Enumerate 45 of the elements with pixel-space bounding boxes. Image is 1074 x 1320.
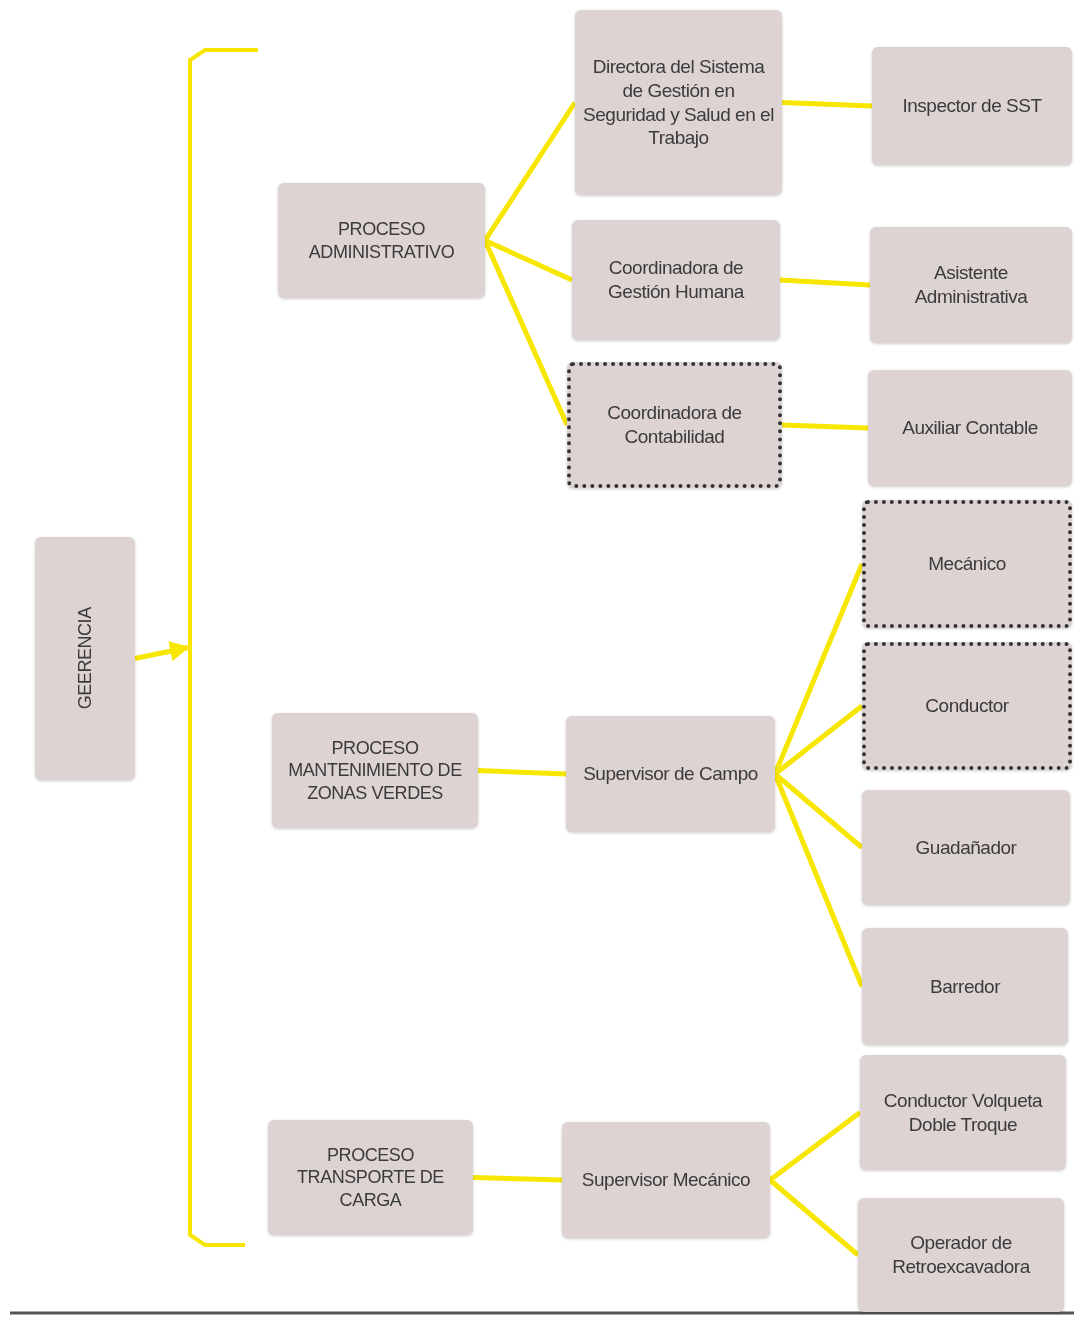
org-box [575,10,782,195]
connector-line [779,277,871,288]
role-label: Operador de Retroexcavadora [891,1231,1032,1279]
role-label: Directora del Sistema de Gestión en Seguridad y Salud en el Trabajo [583,55,774,150]
org-box [862,500,1072,628]
connector-line [781,422,869,431]
role-label: Guadañador [915,835,1017,860]
connector-line [134,641,190,661]
role-label: Asistente Administrativa [913,261,1029,309]
org-box [862,928,1068,1045]
org-box [870,227,1072,343]
org-box [868,370,1072,486]
role-label: Inspector de SST [902,94,1042,118]
org-box [872,47,1072,165]
role-label: Supervisor de Campo [583,762,758,786]
org-box [268,1120,473,1235]
role-label: Auxiliar Contable [902,416,1038,440]
role-label: Mecánico [928,552,1006,576]
role-label: Conductor Volqueta Doble Troque [882,1088,1044,1137]
org-box [278,183,485,298]
connector-line [477,768,567,777]
role-label: GEERENCIA [73,607,96,710]
role-label: Supervisor Mecánico [581,1168,751,1192]
org-box [567,362,782,488]
org-box [858,1198,1064,1312]
connector-line [472,1175,563,1183]
role-label: PROCESO MANTENIMIENTO DE ZONAS VERDES [287,736,463,805]
org-box [566,716,775,832]
org-box [272,713,478,828]
role-label: Conductor [925,694,1009,718]
connector-line [768,1178,860,1257]
connector-line [768,1110,862,1182]
org-box [35,537,135,780]
org-box [862,790,1070,905]
org-box [562,1122,770,1238]
org-box [862,642,1072,770]
org-box [860,1055,1066,1170]
role-label: PROCESO TRANSPORTE DE CARGA [296,1143,445,1212]
role-label: Coordinadora de Contabilidad [606,401,743,449]
bracket [188,48,260,1247]
org-box [572,220,780,340]
role-label: Barredor [929,974,1001,999]
connector-line [781,100,873,109]
role-label: Coordinadora de Gestión Humana [607,256,746,304]
role-label: PROCESO ADMINISTRATIVO [307,218,456,263]
